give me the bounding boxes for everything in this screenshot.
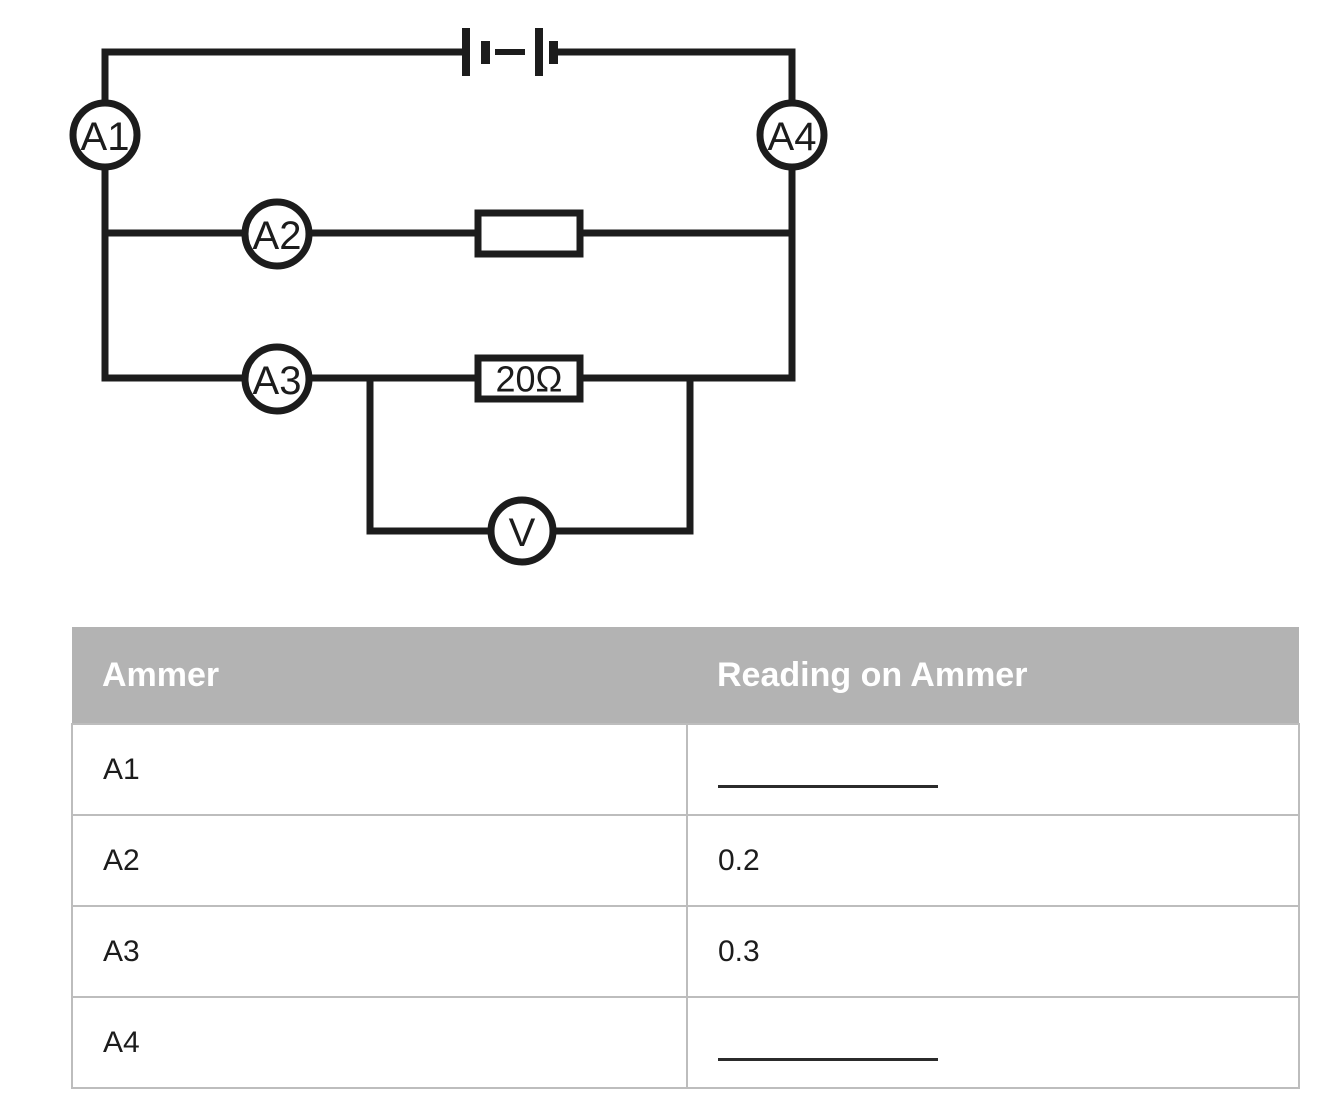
battery-symbol bbox=[462, 28, 558, 76]
ammeter-a1-circle bbox=[69, 99, 141, 171]
ammeter-a1: A1 bbox=[69, 99, 141, 171]
ammeter-a4-circle bbox=[756, 99, 828, 171]
battery-long-plate-2 bbox=[535, 28, 543, 76]
blank-answer-rule[interactable] bbox=[718, 785, 938, 788]
battery-long-plate-1 bbox=[462, 28, 470, 76]
ammeter-a4: A4 bbox=[756, 99, 828, 171]
cell-ammeter-name: A4 bbox=[71, 996, 688, 1089]
blank-answer-rule[interactable] bbox=[718, 1058, 938, 1061]
battery-gap-dash bbox=[495, 49, 525, 55]
column-header-reading: Reading on Ammer bbox=[687, 627, 1299, 724]
table-row: A3 0.3 bbox=[71, 905, 1300, 998]
resistor-r2: 20Ω bbox=[474, 354, 584, 403]
ammeter-a1-label: A1 bbox=[81, 115, 130, 159]
battery-short-plate-2 bbox=[549, 41, 558, 64]
reading-value-text: 0.2 bbox=[718, 843, 760, 877]
cell-reading-value[interactable] bbox=[686, 996, 1300, 1089]
table-row: A1 bbox=[71, 723, 1300, 816]
reading-value-text: 0.3 bbox=[718, 934, 760, 968]
ammeter-readings-table: Ammer Reading on Ammer A1 A2 0.2 bbox=[71, 627, 1300, 1089]
cell-reading-value[interactable]: 0.3 bbox=[686, 905, 1300, 998]
ammeter-a2-label: A2 bbox=[253, 214, 302, 258]
circuit-diagram: A1 A2 A3 A4 V bbox=[69, 28, 828, 566]
cell-ammeter-name: A1 bbox=[71, 723, 688, 816]
voltmeter-circle bbox=[487, 496, 557, 566]
cell-reading-value[interactable] bbox=[686, 723, 1300, 816]
table-header-row: Ammer Reading on Ammer bbox=[72, 627, 1299, 724]
cell-ammeter-name: A2 bbox=[71, 814, 688, 907]
cell-reading-value[interactable]: 0.2 bbox=[686, 814, 1300, 907]
voltmeter-label: V bbox=[509, 511, 536, 555]
circuit-svg: A1 A2 A3 A4 V bbox=[69, 28, 828, 566]
ammeter-a3-label: A3 bbox=[253, 359, 302, 403]
ammeter-a2-circle bbox=[241, 198, 313, 270]
ammeter-a2: A2 bbox=[241, 198, 313, 270]
resistor-r2-box bbox=[474, 354, 584, 403]
battery-short-plate-1 bbox=[481, 41, 490, 64]
column-header-ammer: Ammer bbox=[72, 627, 687, 724]
ammeter-a3-circle bbox=[241, 343, 313, 415]
table-row: A2 0.2 bbox=[71, 814, 1300, 907]
table-body: A1 A2 0.2 A3 0.3 bbox=[71, 723, 1300, 1089]
resistor-r1-box bbox=[474, 209, 584, 258]
resistor-r1 bbox=[474, 209, 584, 258]
readings-table: Ammer Reading on Ammer A1 A2 0.2 bbox=[71, 627, 1300, 1089]
ammeter-a3: A3 bbox=[241, 343, 313, 415]
table-head: Ammer Reading on Ammer bbox=[72, 627, 1299, 724]
resistor-r2-label: 20Ω bbox=[496, 359, 563, 400]
table-row: A4 bbox=[71, 996, 1300, 1089]
cell-ammeter-name: A3 bbox=[71, 905, 688, 998]
voltmeter: V bbox=[487, 496, 557, 566]
ammeter-a4-label: A4 bbox=[768, 115, 817, 159]
